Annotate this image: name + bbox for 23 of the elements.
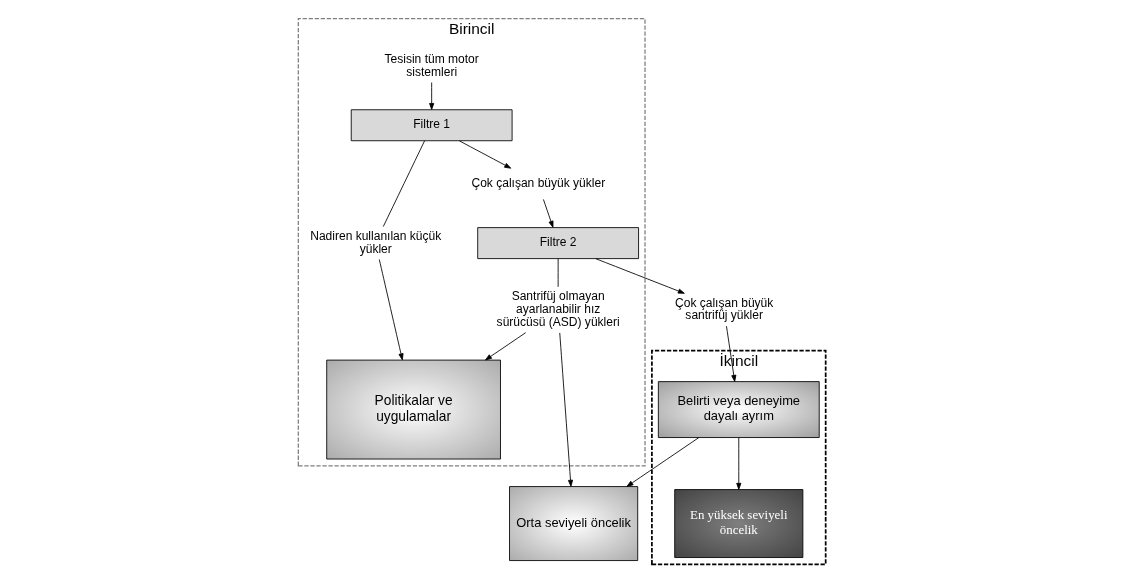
node-box: Filtre 2: [477, 227, 639, 259]
node-text: Santrifüj olmayan ayarlanabilir hız sürücüsü (ASD) yükleri: [496, 289, 620, 329]
arrow: [378, 259, 404, 361]
node-box: Filtre 1: [350, 109, 513, 142]
node-box: En yüksek seviyeli öncelik: [674, 489, 804, 558]
node-box: Politikalar ve uygulamalar: [326, 359, 501, 460]
arrow: [736, 437, 742, 490]
node-text: Çok çalışan büyük yükler: [471, 175, 606, 190]
connector: [557, 258, 559, 288]
arrow: [626, 437, 700, 487]
connector: [382, 140, 425, 227]
node-text: Çok çalışan büyük santrifüj yükler: [675, 295, 774, 323]
node-box: Belirti veya deneyime dayalı ayrım: [657, 381, 820, 438]
arrow: [459, 140, 512, 169]
node-text: Nadiren kullanılan küçük yükler: [310, 228, 442, 256]
node-box: Orta seviyeli öncelik: [509, 486, 639, 561]
node-text: Tesisin tüm motor sistemleri: [384, 51, 479, 79]
arrow: [485, 332, 527, 361]
arrow: [559, 332, 574, 487]
arrow: [429, 82, 435, 110]
arrow: [595, 258, 685, 294]
arrow: [543, 199, 554, 228]
arrow: [726, 325, 737, 382]
